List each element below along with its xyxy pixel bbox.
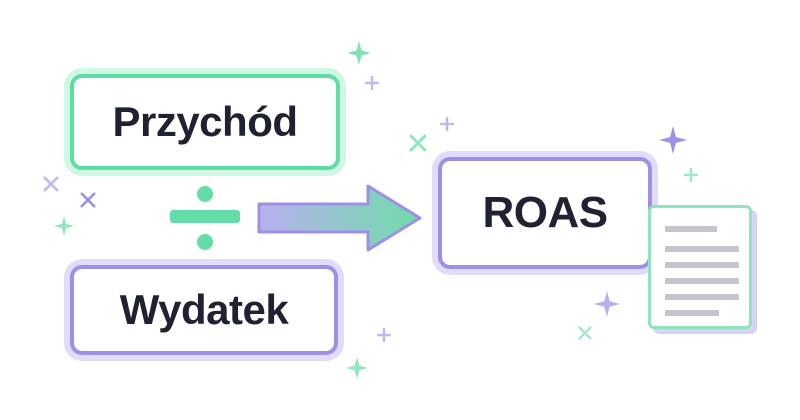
expense-box: Wydatek	[70, 265, 338, 355]
sparkle-icon	[659, 126, 687, 154]
plus-icon	[377, 328, 391, 342]
sparkle-icon	[346, 357, 368, 379]
plus-icon	[440, 117, 454, 131]
cross-icon	[409, 134, 427, 152]
divide-icon	[170, 186, 240, 250]
roas-label: ROAS	[482, 188, 608, 237]
expense-label: Wydatek	[119, 286, 289, 333]
sparkle-icon	[594, 291, 620, 317]
revenue-box: Przychód	[70, 74, 340, 170]
plus-icon	[684, 168, 698, 182]
cross-icon	[43, 176, 59, 192]
cross-icon	[578, 326, 592, 340]
revenue-label: Przychód	[112, 98, 298, 145]
document-icon	[648, 205, 752, 329]
roas-box: ROAS	[438, 157, 652, 269]
sparkle-icon	[54, 216, 74, 236]
sparkle-icon	[347, 41, 371, 65]
arrow-right-icon	[257, 184, 422, 252]
plus-icon	[365, 76, 379, 90]
cross-icon	[80, 192, 96, 208]
